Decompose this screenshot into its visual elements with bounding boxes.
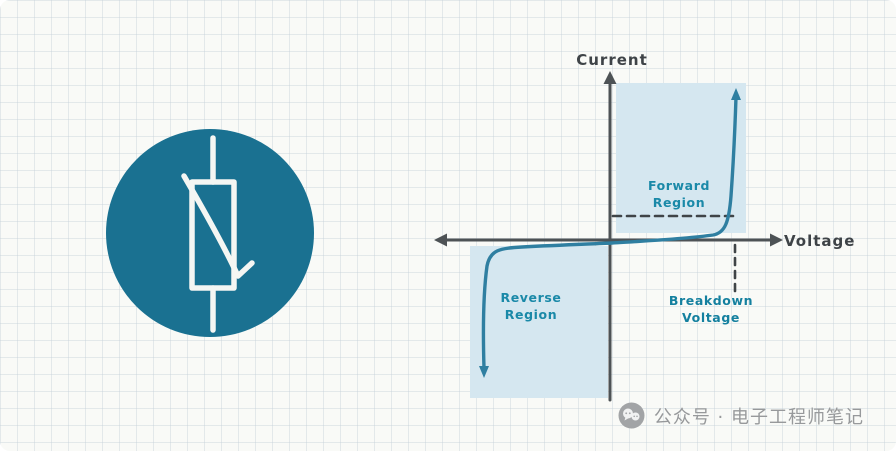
varistor-diagonal [181, 173, 255, 279]
breakdown-voltage-line1: Breakdown [668, 293, 754, 308]
breakdown-voltage-label: Breakdown Voltage [669, 292, 753, 326]
watermark-text: 公众号 · 电子工程师笔记 [653, 406, 864, 428]
curve-down-arrow-icon [479, 366, 489, 378]
varistor-circle-figure [106, 129, 314, 337]
varistor-icon [181, 135, 255, 333]
iv-curve [481, 95, 738, 370]
teal-circle [106, 129, 314, 337]
forward-region-line2: Region [652, 195, 706, 210]
forward-region-shade [616, 83, 746, 233]
x-axis-left-arrow-icon [434, 233, 447, 247]
breakdown-voltage-line2: Voltage [682, 310, 740, 325]
y-axis-top-arrow-icon [603, 71, 617, 84]
forward-region-line1: Forward [647, 178, 711, 193]
x-axis-right-arrow-icon [770, 233, 783, 247]
wechat-official-account-icon [618, 402, 645, 429]
forward-region-label: Forward Region [648, 177, 710, 211]
reverse-region-line2: Region [504, 307, 558, 322]
reverse-region-shade [470, 246, 608, 398]
curve-up-arrow-icon [731, 88, 741, 100]
y-axis-label: Current [576, 51, 648, 69]
reverse-region-line1: Reverse [500, 290, 562, 305]
watermark: 公众号 · 电子工程师笔记 [618, 402, 864, 429]
reverse-region-label: Reverse Region [500, 289, 561, 323]
x-axis-label: Voltage [784, 232, 856, 250]
